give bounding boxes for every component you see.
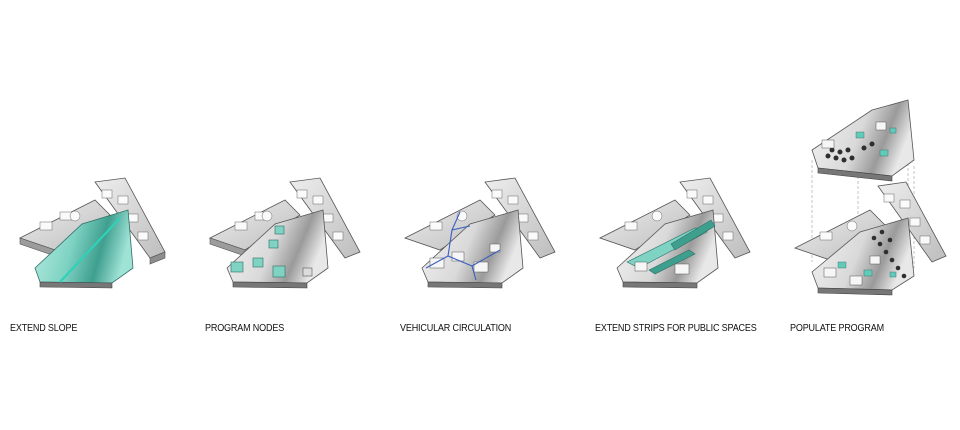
program-nodes-drawing [195,0,390,430]
panel-program-nodes: PROGRAM NODES [195,0,390,430]
extend-strips-drawing [585,0,780,430]
panel-caption: PROGRAM NODES [205,322,284,334]
panel-caption: EXTEND STRIPS FOR PUBLIC SPACES [595,322,757,334]
panel-populate-program: POPULATE PROGRAM [780,0,960,430]
panel-extend-slope: EXTEND SLOPE [0,0,195,430]
populate-program-drawing [780,0,960,430]
panel-caption: EXTEND SLOPE [10,322,77,334]
lifted-program-layer [812,100,914,181]
panel-caption: POPULATE PROGRAM [790,322,884,334]
panel-caption: VEHICULAR CIRCULATION [400,322,511,334]
extend-slope-drawing [0,0,195,430]
panel-extend-strips: EXTEND STRIPS FOR PUBLIC SPACES [585,0,780,430]
panel-vehicular-circulation: VEHICULAR CIRCULATION [390,0,585,430]
vehicular-circulation-drawing [390,0,585,430]
